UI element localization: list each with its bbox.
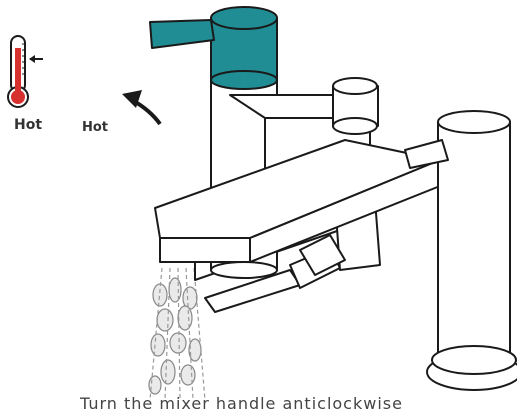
- instruction-caption: Turn the mixer handle anticlockwise: [80, 394, 403, 413]
- thermometer-icon: [7, 35, 43, 108]
- water-stream: [148, 267, 206, 401]
- mixer-handle: [149, 6, 278, 90]
- bath-mixer: [154, 77, 517, 391]
- rotation-label: Hot: [82, 120, 109, 135]
- rotate-arrow-icon: [122, 90, 162, 126]
- thermometer-label: Hot: [13, 117, 43, 133]
